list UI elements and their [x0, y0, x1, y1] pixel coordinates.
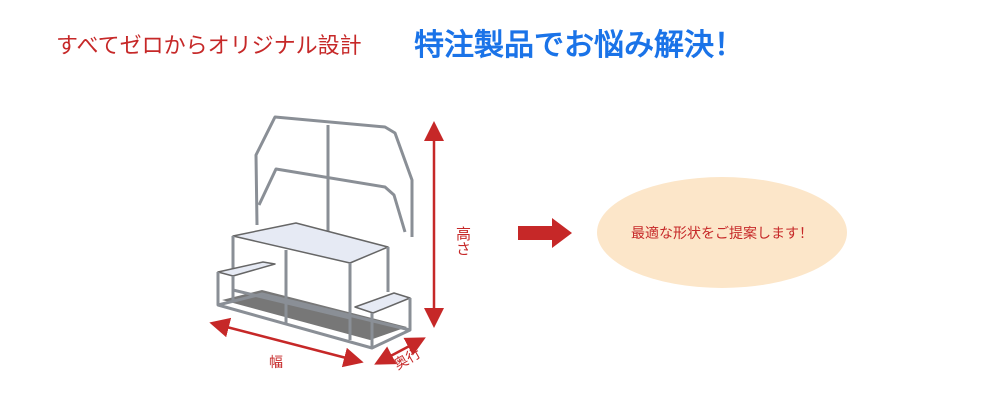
depth-dimension-arrow: [374, 337, 426, 365]
proposal-callout-text: 最適な形状をご提案します！: [631, 225, 813, 242]
stair-illustration: [216, 115, 414, 350]
header-subtitle: すべてゼロからオリジナル設計: [56, 34, 362, 59]
width-dimension-arrow: [209, 317, 364, 368]
proposal-callout: 最適な形状をご提案します！: [597, 177, 847, 288]
right-arrow-icon: [518, 218, 572, 248]
width-label: 幅: [269, 355, 283, 371]
height-label: 高さ: [454, 226, 472, 256]
header-title: 特注製品でお悩み解決！: [414, 28, 744, 63]
